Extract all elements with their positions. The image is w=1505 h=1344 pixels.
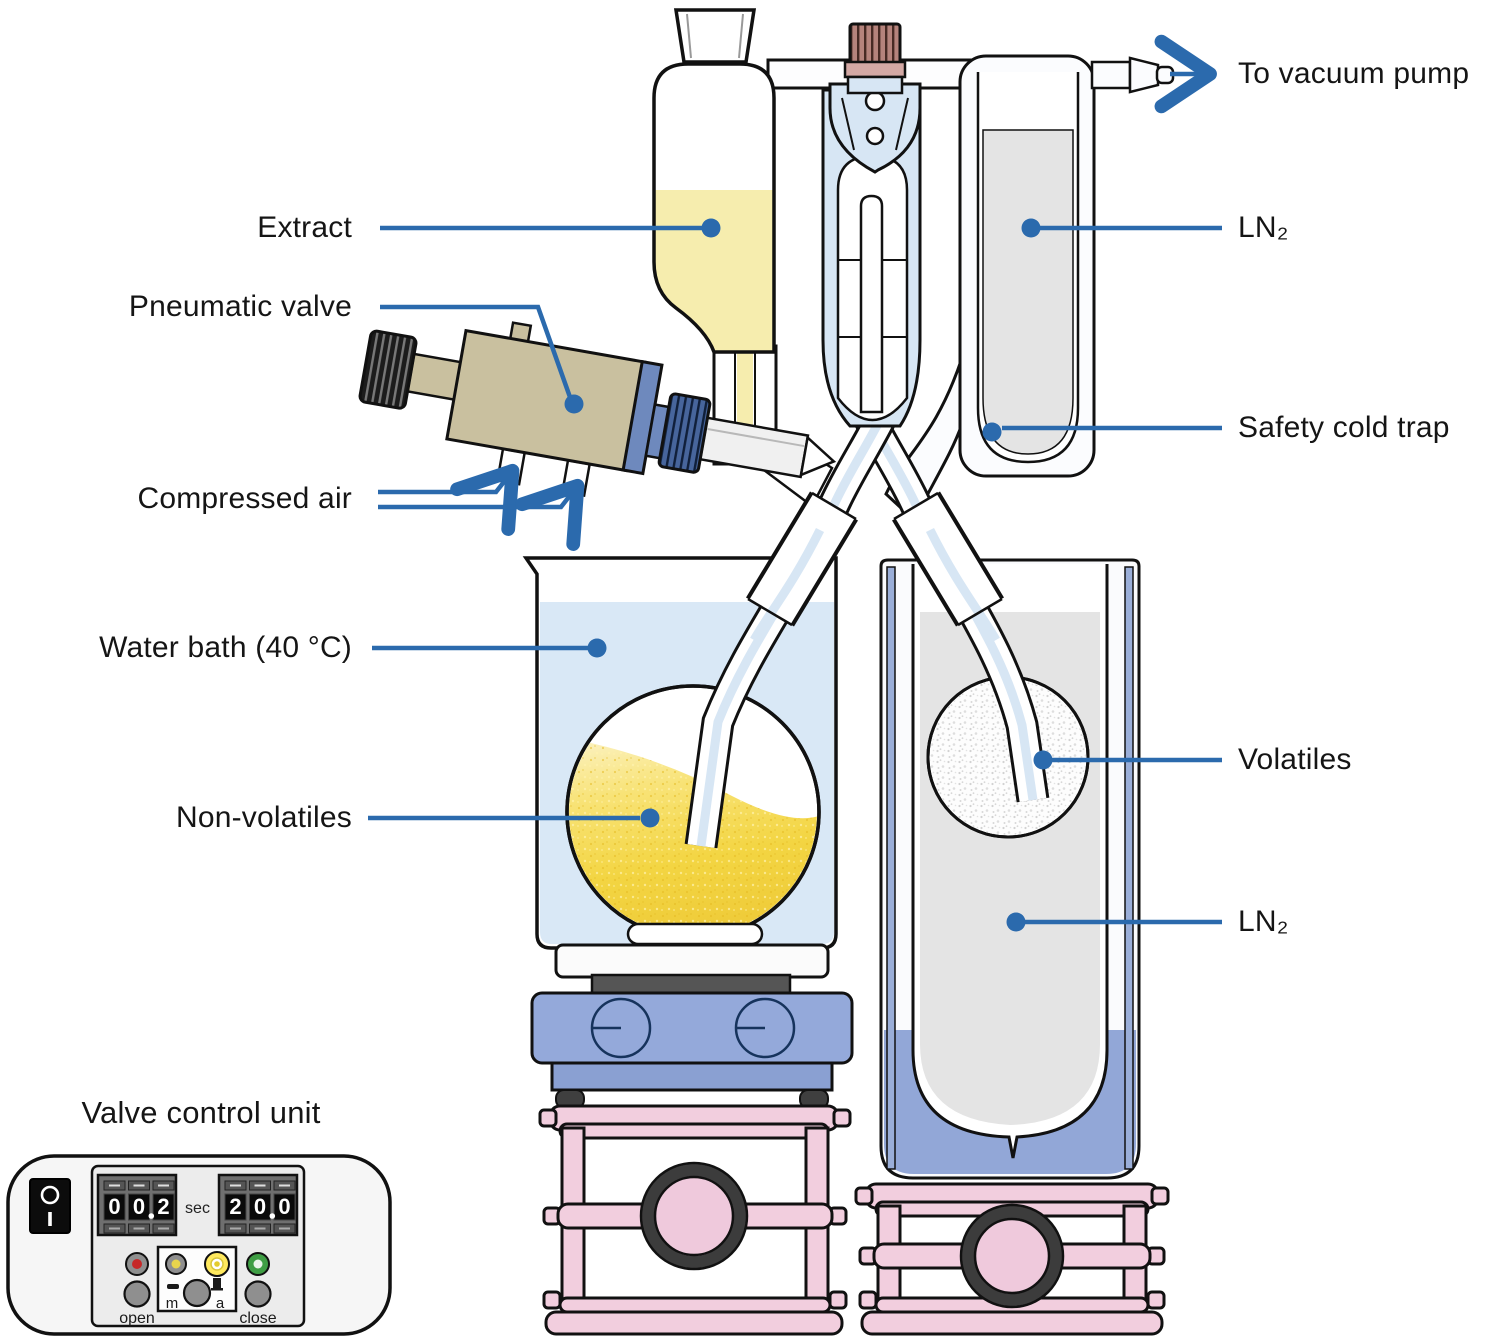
manual-mode-icon xyxy=(167,1284,179,1289)
timer-unit-label: sec xyxy=(185,1200,210,1217)
compressed-air-arrow-1 xyxy=(378,463,520,536)
mode-selector: m a xyxy=(166,1278,225,1312)
valve-plunger xyxy=(698,416,810,479)
extract-liquid xyxy=(654,190,774,352)
pneumatic-valve-callout-line xyxy=(380,304,574,401)
ground-joint-left xyxy=(746,491,858,643)
close-timer-thumbwheel: 2 0 0 xyxy=(217,1173,299,1237)
ground-joint-right xyxy=(892,491,1004,643)
safety-cold-trap-label: Safety cold trap xyxy=(1238,411,1450,444)
valve-control-unit-title: Valve control unit xyxy=(81,1095,321,1130)
open-button-label: open xyxy=(119,1310,155,1327)
auto-mode-icon xyxy=(213,1278,221,1288)
jack-knob-left xyxy=(642,1164,746,1268)
callout-dots xyxy=(564,218,1053,932)
ln2-dewar-label: LN₂ xyxy=(1238,905,1289,938)
air-port-1 xyxy=(496,447,527,486)
manual-label: m xyxy=(166,1295,179,1312)
non-volatiles-label: Non-volatiles xyxy=(175,801,352,834)
extract-neck xyxy=(673,8,757,64)
vacuum-hose-barb xyxy=(1090,56,1175,94)
valve-knurled-knob xyxy=(358,329,418,410)
extract-label: Extract xyxy=(257,211,352,244)
lab-jack-left xyxy=(538,1104,852,1336)
lab-jack-right xyxy=(854,1182,1170,1336)
auto-label: a xyxy=(216,1295,225,1312)
trap-ln2-fill xyxy=(982,129,1074,455)
valve-knurled-nut xyxy=(657,392,712,474)
open-button xyxy=(123,1280,151,1308)
svg-text:0: 0 xyxy=(108,1194,120,1219)
safety-cold-trap-vessel xyxy=(884,54,1175,523)
valve-body xyxy=(445,328,647,473)
svg-text:0: 0 xyxy=(278,1194,290,1219)
svg-text:2: 2 xyxy=(229,1194,241,1219)
svg-text:0: 0 xyxy=(133,1194,145,1219)
compressed-air-arrow-2 xyxy=(378,478,585,551)
compressed-air-label: Compressed air xyxy=(137,482,352,515)
power-off-icon xyxy=(40,1185,60,1205)
stir-bar xyxy=(626,922,764,946)
magnetic-stirrer xyxy=(530,943,854,1109)
svg-text:2: 2 xyxy=(157,1194,169,1219)
non-volatiles-flask xyxy=(565,684,821,946)
jack-knob-right xyxy=(962,1206,1062,1306)
power-switch xyxy=(29,1178,71,1234)
screw-cap xyxy=(843,22,907,95)
close-button-label: close xyxy=(239,1310,276,1327)
pneumatic-valve-label: Pneumatic valve xyxy=(128,290,352,323)
inner-capillary-tube xyxy=(859,194,884,414)
svg-text:0: 0 xyxy=(254,1194,266,1219)
valve-control-unit: 0 0 2 sec 2 0 0 xyxy=(6,1154,392,1336)
non-volatiles-fill xyxy=(569,736,817,936)
distillation-head xyxy=(821,22,922,428)
pneumatic-valve xyxy=(358,321,837,498)
mode-knob xyxy=(182,1278,212,1308)
callouts xyxy=(368,34,1222,925)
close-button xyxy=(244,1280,272,1308)
ln2-trap-label: LN₂ xyxy=(1238,211,1289,244)
water-bath-label: Water bath (40 °C) xyxy=(99,631,352,664)
to-vacuum-pump-label: To vacuum pump xyxy=(1238,57,1470,90)
open-timer-thumbwheel: 0 0 2 xyxy=(96,1173,178,1237)
volatiles-label: Volatiles xyxy=(1238,743,1352,776)
